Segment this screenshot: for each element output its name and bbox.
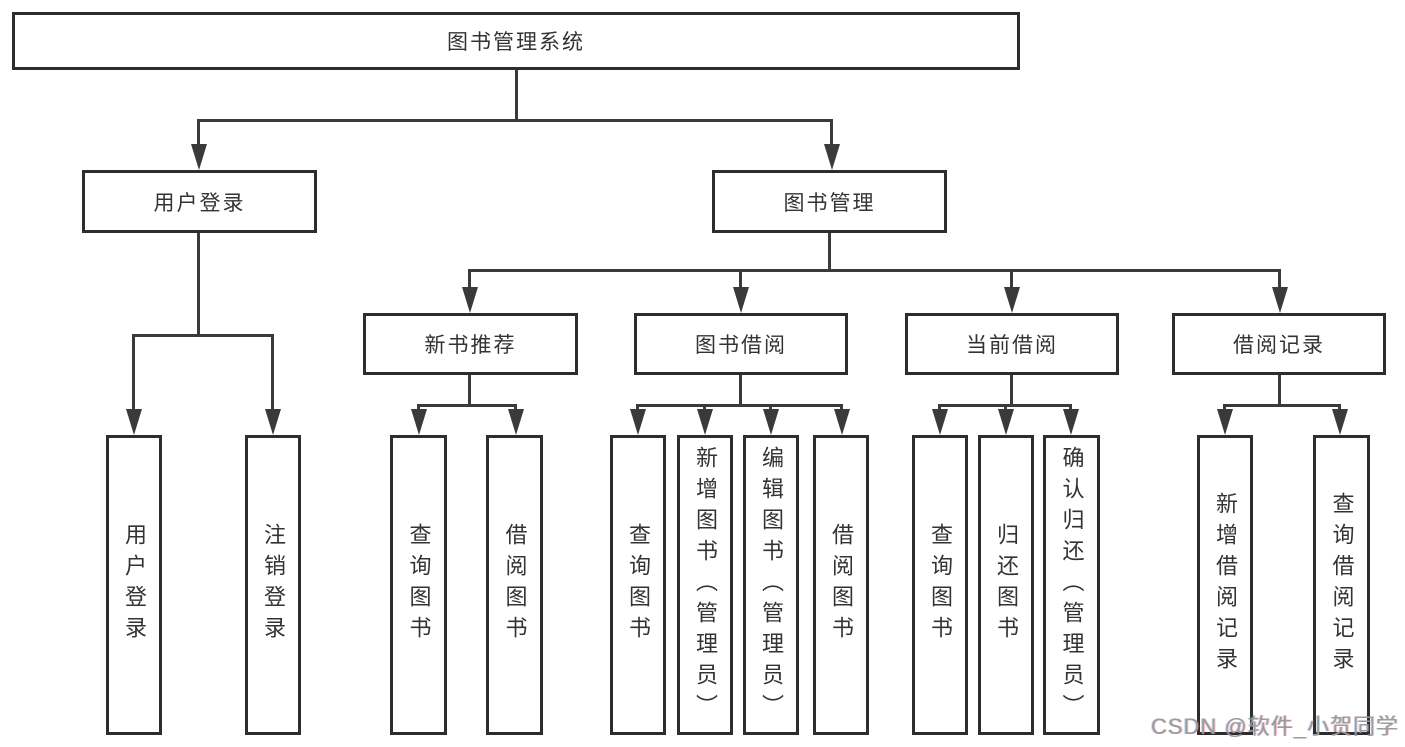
arrowhead-icon xyxy=(411,409,427,435)
arrowhead-icon xyxy=(508,409,524,435)
arrowhead-icon xyxy=(824,144,840,170)
connector-line xyxy=(1278,375,1281,407)
arrowhead-icon xyxy=(834,409,850,435)
connector-line xyxy=(830,119,833,149)
connector-line xyxy=(636,404,843,407)
arrowhead-icon xyxy=(265,409,281,435)
connector-line xyxy=(739,269,742,291)
connector-line xyxy=(1223,404,1341,407)
leaf-borrow-books-recommend: 借阅图书 xyxy=(486,435,543,735)
arrowhead-icon xyxy=(462,287,478,313)
leaf-query-borrow-record: 查询借阅记录 xyxy=(1313,435,1370,735)
leaf-query-books-borrowing: 查询图书 xyxy=(610,435,666,735)
connector-line xyxy=(1278,269,1281,291)
arrowhead-icon xyxy=(733,287,749,313)
csdn-watermark: CSDN @软件_小贺同学 xyxy=(1150,714,1399,739)
connector-line xyxy=(271,334,274,412)
arrowhead-icon xyxy=(630,409,646,435)
arrowhead-icon xyxy=(191,144,207,170)
arrowhead-icon xyxy=(1063,409,1079,435)
leaf-query-books-current: 查询图书 xyxy=(912,435,968,735)
arrowhead-icon xyxy=(1272,287,1288,313)
leaf-user-login: 用户登录 xyxy=(106,435,162,735)
connector-line xyxy=(417,404,517,407)
node-root-library-system: 图书管理系统 xyxy=(12,12,1020,70)
arrowhead-icon xyxy=(126,409,142,435)
connector-line xyxy=(197,119,833,122)
connector-line xyxy=(468,375,471,407)
node-borrowing-records: 借阅记录 xyxy=(1172,313,1386,375)
connector-line xyxy=(739,375,742,407)
arrowhead-icon xyxy=(763,409,779,435)
node-book-management: 图书管理 xyxy=(712,170,947,233)
connector-line xyxy=(197,119,200,149)
node-current-borrowing: 当前借阅 xyxy=(905,313,1119,375)
connector-line xyxy=(1010,269,1013,291)
leaf-borrow-books: 借阅图书 xyxy=(813,435,869,735)
arrowhead-icon xyxy=(1217,409,1233,435)
connector-line xyxy=(132,334,135,412)
leaf-logout: 注销登录 xyxy=(245,435,301,735)
arrowhead-icon xyxy=(998,409,1014,435)
connector-line xyxy=(515,70,518,122)
leaf-query-books-recommend: 查询图书 xyxy=(390,435,447,735)
leaf-add-books-admin: 新增图书（管理员） xyxy=(677,435,733,735)
leaf-return-books: 归还图书 xyxy=(978,435,1034,735)
connector-line xyxy=(197,233,200,337)
connector-line xyxy=(468,269,1281,272)
node-user-login: 用户登录 xyxy=(82,170,317,233)
arrowhead-icon xyxy=(697,409,713,435)
arrowhead-icon xyxy=(1004,287,1020,313)
connector-line xyxy=(468,269,471,291)
leaf-add-borrow-record: 新增借阅记录 xyxy=(1197,435,1253,735)
arrowhead-icon xyxy=(932,409,948,435)
connector-line xyxy=(132,334,274,337)
node-new-book-recommendation: 新书推荐 xyxy=(363,313,578,375)
connector-line xyxy=(1010,375,1013,407)
arrowhead-icon xyxy=(1332,409,1348,435)
node-book-borrowing: 图书借阅 xyxy=(634,313,848,375)
leaf-edit-books-admin: 编辑图书（管理员） xyxy=(743,435,799,735)
leaf-confirm-return-admin: 确认归还（管理员） xyxy=(1043,435,1100,735)
connector-line xyxy=(828,233,831,272)
